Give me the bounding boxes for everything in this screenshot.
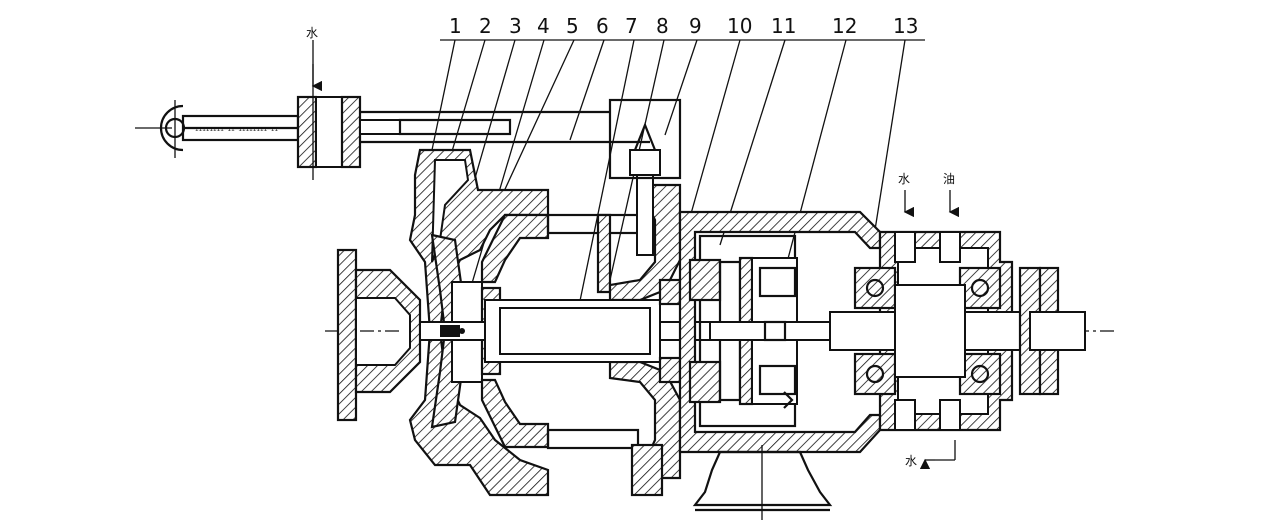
- part-label-2: 2: [479, 14, 492, 38]
- part-label-8: 8: [656, 14, 669, 38]
- part-label-7: 7: [625, 14, 638, 38]
- suction-flange: [336, 248, 422, 422]
- part-label-10: 10: [727, 14, 752, 38]
- bearing-housing: [829, 230, 1086, 432]
- svg-text:ıııııııı ıı ıııııııı ıı: ıııııııı ıı ıııııııı ıı: [195, 126, 278, 133]
- water-inlet-label-top: 水: [306, 26, 318, 40]
- shaft-seal: [608, 98, 682, 384]
- part-label-4: 4: [537, 14, 550, 38]
- cooling-pipe-assembly: ıııııııı ıı ıııııııı ıı: [135, 40, 650, 180]
- oil-inlet-label-right: 油: [943, 172, 955, 186]
- part-label-12: 12: [832, 14, 857, 38]
- magnetic-coupling-housing: [678, 210, 882, 454]
- part-label-5: 5: [566, 14, 579, 38]
- part-label-3: 3: [509, 14, 522, 38]
- water-outlet-label-bottom: 水: [905, 454, 917, 468]
- part-number-labels: 1 2 3 4 5 6 7 8 9 10 11 12 13: [449, 14, 918, 38]
- pump-shaft: [419, 299, 711, 363]
- part-label-9: 9: [689, 14, 702, 38]
- part-label-11: 11: [771, 14, 796, 38]
- part-label-13: 13: [893, 14, 918, 38]
- water-inlet-label-right: 水: [898, 172, 910, 186]
- part-label-6: 6: [596, 14, 609, 38]
- right-port-arrows: [903, 190, 960, 470]
- support-base: [692, 445, 833, 520]
- part-label-1: 1: [449, 14, 462, 38]
